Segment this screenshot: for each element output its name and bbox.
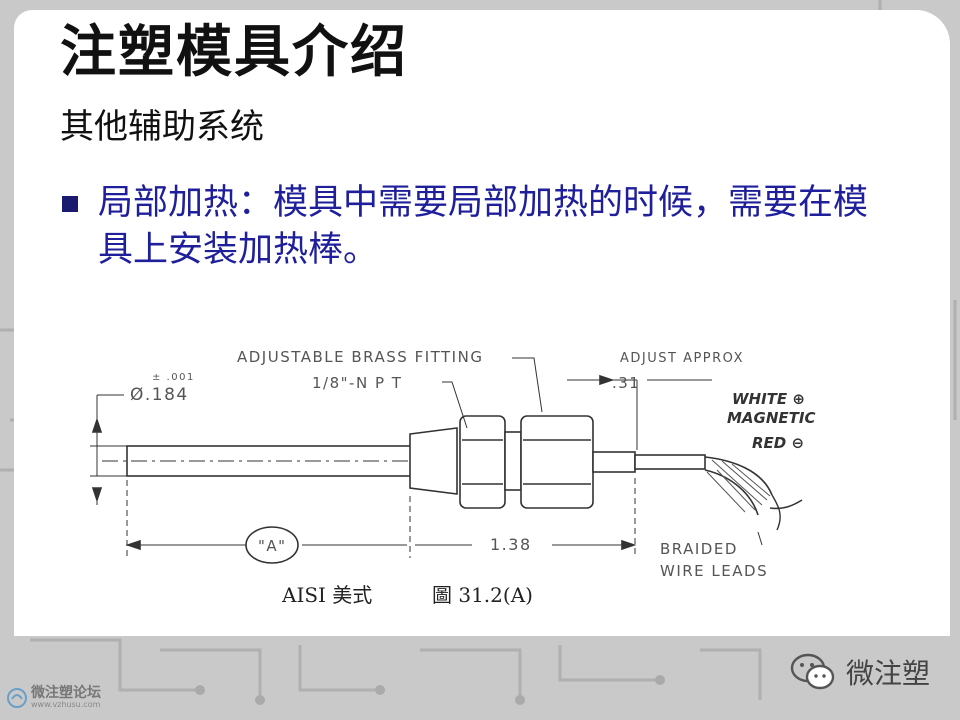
- forum-logo: 微注塑论坛 www.vzhusu.com: [6, 686, 101, 709]
- watermark: 微注塑: [790, 652, 930, 692]
- label-wire-leads: WIRE LEADS: [660, 562, 768, 580]
- heater-drawing: ADJUSTABLE BRASS FITTING 1/8"-N P T ADJU…: [90, 348, 815, 607]
- label-white: WHITE ⊕: [732, 390, 805, 408]
- bullet-text: 局部加热：模具中需要局部加热的时候，需要在模具上安装加热棒。: [98, 183, 869, 270]
- label-fitting: ADJUSTABLE BRASS FITTING: [237, 348, 483, 366]
- tolerance: ± .001: [152, 372, 195, 383]
- watermark-brand: 微注塑: [845, 657, 930, 690]
- forum-logo-icon: [7, 687, 27, 708]
- slide-title: 注塑模具介绍: [60, 19, 408, 85]
- dim-138: 1.38: [490, 535, 532, 554]
- label-npt: 1/8"-N P T: [312, 374, 402, 392]
- slide-panel: [14, 10, 950, 636]
- label-magnetic: MAGNETIC: [727, 409, 815, 427]
- label-adjust: ADJUST APPROX: [620, 351, 744, 366]
- forum-name: 微注塑论坛: [31, 685, 101, 701]
- forum-url: www.vzhusu.com: [31, 700, 101, 709]
- dim-diameter: Ø.184: [130, 385, 189, 405]
- wechat-icon: [790, 653, 835, 690]
- label-braided: BRAIDED: [660, 540, 738, 558]
- bullet-square-icon: [62, 196, 78, 212]
- marker-a: "A": [258, 537, 287, 555]
- dim-31: .31: [612, 374, 640, 392]
- caption-right: 圖 31.2(A): [432, 583, 533, 607]
- slide-subtitle: 其他辅助系统: [60, 107, 264, 147]
- caption-left: AISI 美式: [281, 583, 372, 607]
- label-red: RED ⊖: [752, 434, 804, 452]
